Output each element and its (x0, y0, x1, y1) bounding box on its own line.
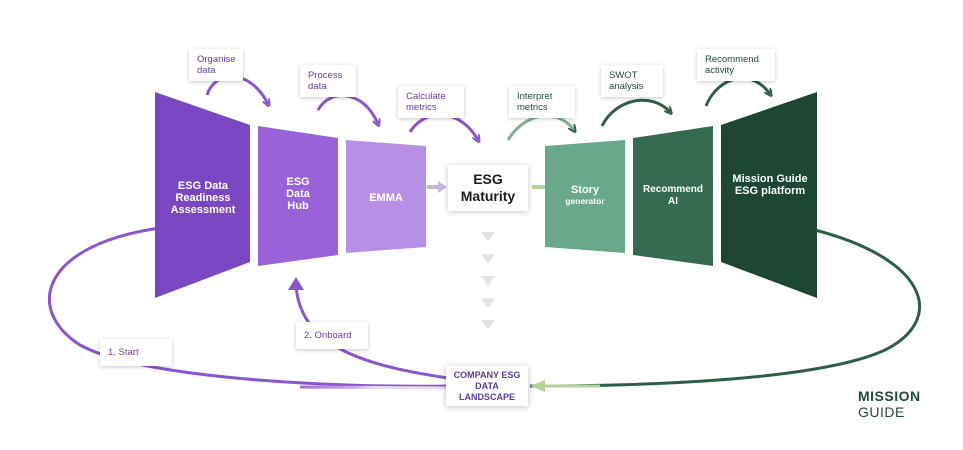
onboard-arrow (294, 284, 449, 380)
segment-story-label: Story (570, 184, 600, 196)
segment-hub: ESG Data Hub (286, 176, 310, 212)
arrow-process (316, 94, 378, 124)
segment-story-sublabel: generator (565, 196, 605, 206)
segment-platform: Mission Guide ESG platform (732, 173, 808, 197)
label-start: 1. Start (100, 339, 172, 366)
esg-maturity-label: ESG Maturity (460, 171, 516, 204)
segment-platform-shape (721, 92, 817, 298)
segment-recommend-shape (633, 126, 713, 266)
label-organise-data: Organise data (189, 49, 243, 81)
arrow-interpret (506, 114, 574, 141)
company-esg-data-landscape: COMPANY ESG DATA LANDSCAPE (446, 366, 528, 406)
cycle-loop-left (48, 226, 451, 388)
logo-line2: GUIDE (858, 404, 905, 420)
segment-recommend-ai: Recommend AI (642, 184, 703, 207)
segment-readiness: ESG Data Readiness Assessment (170, 180, 236, 216)
label-swot-analysis: SWOT analysis (601, 65, 663, 97)
landscape-label: COMPANY ESG DATA LANDSCAPE (453, 370, 521, 402)
mission-guide-logo: MISSION GUIDE (858, 388, 921, 420)
down-chevrons (481, 232, 495, 330)
label-onboard: 2. Onboard (296, 322, 368, 349)
label-process-data: Process data (300, 65, 356, 97)
label-calculate-metrics: Calculate metrics (398, 86, 464, 118)
segment-emma: EMMA (369, 192, 403, 204)
segment-emma-shape (346, 140, 426, 253)
arrow-calculate (408, 113, 478, 140)
esg-maturity-box: ESG Maturity (448, 165, 528, 211)
segment-readiness-shape (155, 92, 250, 298)
cycle-loop-bottom-left (299, 385, 451, 390)
logo-line1: MISSION (858, 388, 921, 404)
segment-story: Story generator (548, 184, 622, 207)
arrow-recommend (704, 76, 770, 107)
label-interpret-metrics: Interpret metrics (509, 86, 575, 118)
segment-hub-shape (258, 126, 338, 266)
cycle-loop-right (529, 228, 922, 388)
label-recommend-activity: Recommend activity (697, 49, 775, 81)
segment-story-shape (545, 140, 625, 253)
arrow-swot (600, 98, 670, 127)
